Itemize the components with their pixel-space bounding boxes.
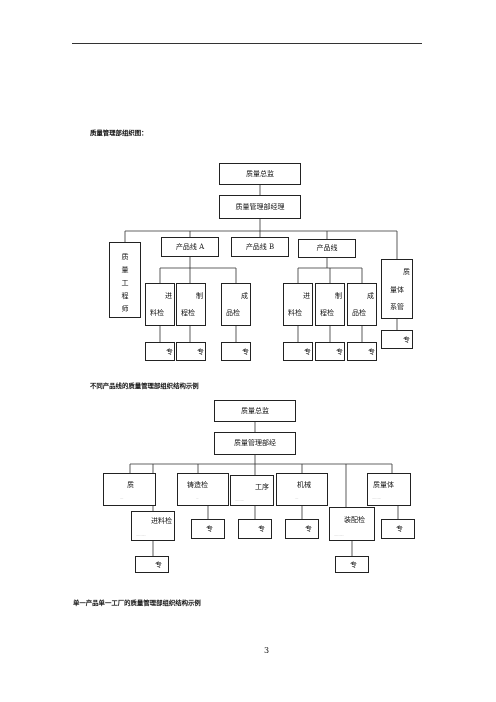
chart1-c-finished-box: 成 品检 [347,283,377,326]
chart1-specialist-box: 专 [315,342,345,361]
chart1-a-finished-box: 成 品检 [221,283,251,326]
incoming-bottom: 料检 [288,309,302,317]
chart1-product-line-a-box: 产品线 A [161,237,219,257]
chart2-mechanical-box: 机械 ···· [276,473,328,506]
incoming-label: 进料检 [151,517,172,525]
chart2-specialist-box: 专 [335,556,369,573]
chart2-manager-box: 质量管理部经 [214,432,296,455]
chart1-specialist-box: 专 [221,342,251,361]
chart1-specialist-box: 专 [347,342,377,361]
specialist-label: 专 [368,348,375,356]
assembly-label: 装配检 [344,516,365,524]
specialist-label: 专 [350,561,357,569]
chart2-specialist-box: 专 [381,519,415,539]
chart1-product-line-c-box: 产品线 [298,239,356,258]
mechanical-label: 机械 [297,481,311,489]
chart1-director-box: 质量总监 [219,163,301,185]
system-bottom: 系管 [390,303,404,311]
incoming-top: 进 [303,292,310,300]
chart2-director-label: 质量总监 [241,406,269,415]
qe-char: 师 [121,305,129,313]
chart2-director-box: 质量总监 [214,400,296,422]
product-line-a-label: 产品线 A [175,242,205,251]
finished-top: 成 [367,292,374,300]
chart1-manager-label: 质量管理部经理 [235,202,285,211]
incoming-bottom: 料检 [150,309,164,317]
page-number: 3 [264,646,270,655]
qe-char: 程 [121,292,129,300]
chart1-product-line-b-box: 产品线 B [231,237,289,257]
specialist-label: 专 [304,348,311,356]
specialist-label: 专 [242,348,249,356]
chart1-c-process-box: 制 程检 [315,283,345,326]
specialist-label: 专 [166,348,173,356]
chart1-specialist-box: 专 [283,342,313,361]
process-top: 制 [335,292,342,300]
chart2-specialist-box: 专 [285,519,319,539]
product-line-b-label: 产品线 B [245,242,275,251]
faint-text: ··········· [372,497,382,500]
process-top: 制 [196,292,203,300]
chart2-specialist-box: 专 [135,556,169,573]
incoming-top: 进 [165,292,172,300]
section-title: 质量管理部组织图： [90,129,148,137]
finished-top: 成 [241,292,248,300]
chart2-casting-box: 铸造检 ··· [177,473,229,506]
faint-text: ···· [120,497,124,500]
chart2-assembly-box: 装配检 ············ [329,507,375,541]
chart2-caption: 单一产品单一工厂的质量管理部组织结构示例 [73,599,201,607]
chart2-specialist-box: 专 [238,519,272,539]
system-mid: 量体 [390,286,404,294]
chart1-a-process-box: 制 程检 [176,283,206,326]
header-rule [72,43,422,44]
chart1-quality-engineer-box: 质 量 工 程 师 [109,242,141,318]
chart1-specialist-box: 专 [176,342,206,361]
system-top: 质 [403,268,410,276]
faint-text: ············ [334,534,344,537]
qe-char: 质 [121,253,129,261]
product-line-c-label: 产品线 [316,244,338,252]
faint-text: ············ [136,534,146,537]
chart2-incoming-box: 进料检 ············ [131,511,175,541]
specialist-label: 专 [336,348,343,356]
chart1-specialist-box: 专 [381,330,413,349]
chart1-specialist-box: 专 [145,342,175,361]
specialist-label: 专 [305,525,312,533]
process-bottom: 程检 [320,309,334,317]
specialist-label: 专 [206,525,213,533]
quality-system-label: 质量体 [373,481,394,489]
faint-text: ··········· [235,499,245,502]
chart2-manager-label: 质量管理部经 [234,439,276,447]
chart1-c-incoming-box: 进 料检 [283,283,313,326]
faint-text: ···· [295,497,299,500]
finished-bottom: 品检 [352,309,366,317]
finished-bottom: 品检 [226,309,240,317]
qe-char: 量 [121,266,129,274]
specialist-label: 专 [258,525,265,533]
chart1-a-incoming-box: 进 料检 [145,283,175,326]
faint-text: ··· [196,497,199,500]
chart2-process-box: 工序 ··········· [230,475,274,506]
specialist-label: 专 [197,348,204,356]
process-label: 工序 [255,483,269,491]
quality-label: 质 [127,481,134,489]
chart1-manager-box: 质量管理部经理 [219,195,301,219]
chart1-caption: 不同产品线的质量管理部组织结构示例 [90,382,199,390]
specialist-label: 专 [403,336,410,344]
specialist-label: 专 [396,525,403,533]
specialist-label: 专 [155,561,162,569]
chart2-quality-system-box: 质量体 ··········· [367,473,411,506]
process-bottom: 程检 [181,309,195,317]
chart1-director-label: 质量总监 [246,169,274,178]
qe-char: 工 [121,279,129,287]
chart2-specialist-box: 专 [191,519,225,539]
chart2-quality-box: 质 ···· [103,473,156,506]
casting-label: 铸造检 [187,481,208,489]
chart1-quality-system-box: 质 量体 系管 [381,259,413,319]
